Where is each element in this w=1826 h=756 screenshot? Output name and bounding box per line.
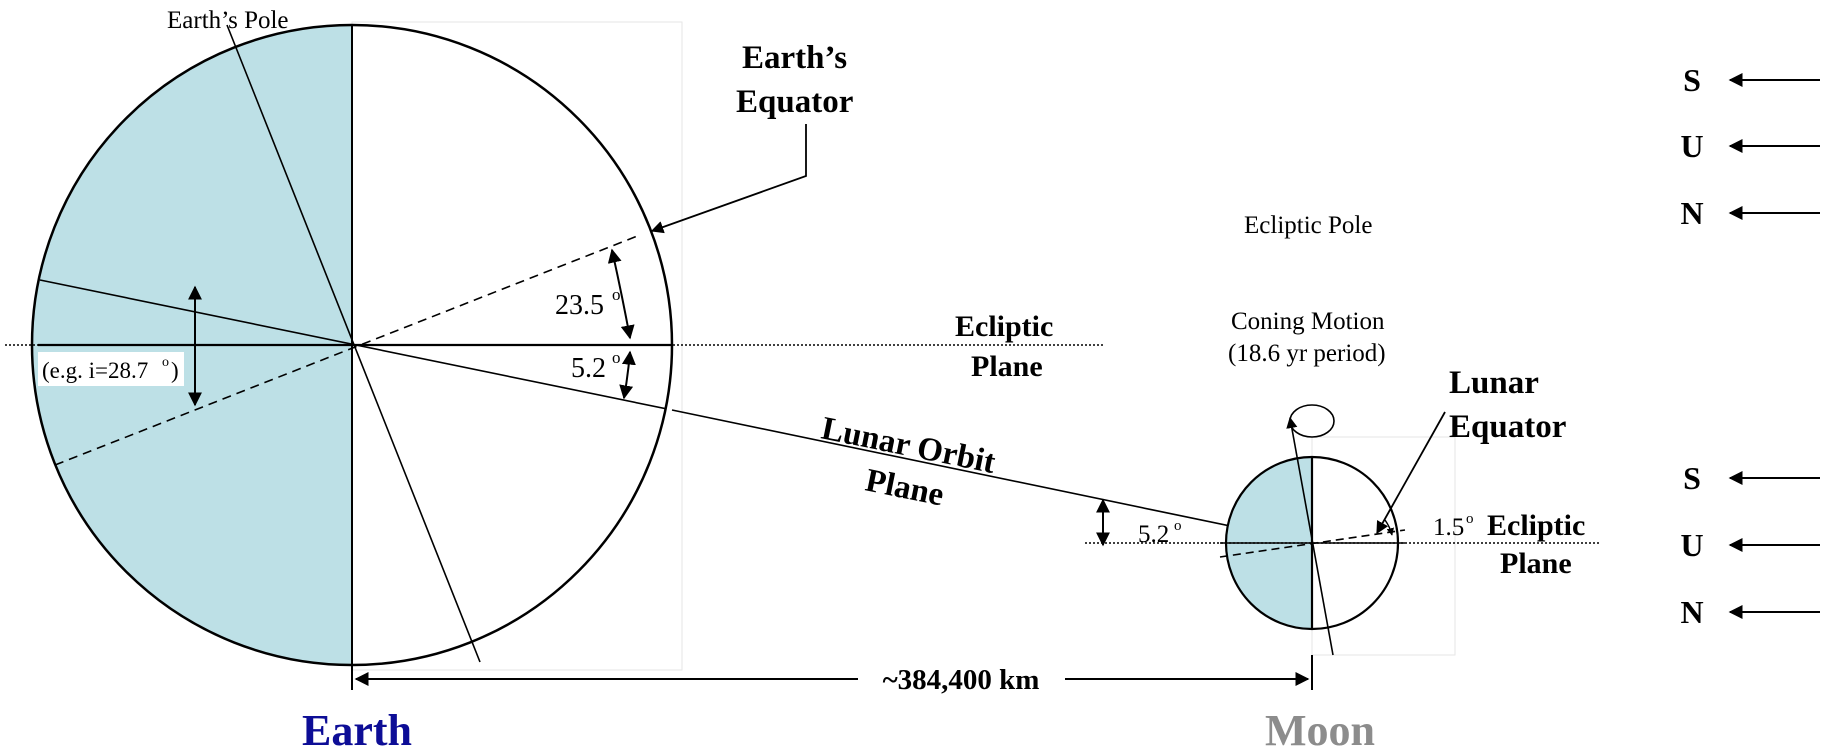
angle-23-5-arrow — [607, 248, 635, 340]
earth-equator-pointer — [650, 124, 807, 234]
inclination-degree: o — [162, 355, 169, 370]
moon-ecliptic-label-2: Plane — [1500, 547, 1572, 580]
lunar-equator-label-2: Equator — [1449, 409, 1566, 445]
sun-arrows-bottom: S U N — [1680, 460, 1820, 630]
ecliptic-plane-label-2: Plane — [971, 350, 1043, 383]
inclination-label-bg — [38, 352, 184, 386]
angle-5-2-earth-degree: o — [612, 348, 621, 367]
lunar-equator-pointer — [1376, 411, 1446, 535]
inclination-label: (e.g. i=28.7 — [42, 358, 148, 383]
sun-letter-u-bottom: U — [1680, 527, 1703, 563]
sun-letter-s-bottom: S — [1683, 460, 1701, 496]
moon-labels: Ecliptic Pole Coning Motion (18.6 yr per… — [1138, 212, 1585, 580]
sun-letter-u-top: U — [1680, 128, 1703, 164]
earth-globe — [5, 21, 1105, 682]
earth-shaded-half — [32, 25, 352, 665]
earth-angle-arrows — [188, 248, 636, 407]
distance-indicator: ~384,400 km — [351, 655, 1313, 696]
angle-23-5-degree: o — [612, 285, 621, 304]
sun-letter-n-top: N — [1680, 195, 1703, 231]
coning-motion-label-2: (18.6 yr period) — [1228, 340, 1386, 367]
coning-motion-ellipse — [1289, 404, 1335, 438]
angle-5-2-moon-label: 5.2 — [1138, 521, 1169, 548]
angle-23-5-label: 23.5 — [555, 290, 604, 321]
moon-ecliptic-label-1: Ecliptic — [1487, 509, 1585, 542]
earth-label: Earth — [302, 706, 412, 751]
lunar-equator-label-1: Lunar — [1449, 365, 1539, 401]
earth-pole-label: Earth’s Pole — [167, 7, 289, 34]
sun-arrows-top: S U N — [1680, 62, 1820, 231]
moon-label: Moon — [1265, 706, 1375, 751]
earth-equator-label-1: Earth’s — [742, 40, 847, 76]
angle-1-5-label: 1.5 — [1433, 514, 1464, 541]
ecliptic-pole-label: Ecliptic Pole — [1244, 212, 1372, 239]
angle-1-5-degree: o — [1466, 511, 1474, 527]
angle-5-2-earth-arrow — [619, 350, 636, 400]
angle-5-2-moon-degree: o — [1174, 518, 1182, 534]
moon-frame — [1311, 436, 1456, 656]
distance-label: ~384,400 km — [883, 664, 1040, 696]
angle-5-2-earth-label: 5.2 — [571, 353, 606, 384]
earth-pole-axis — [226, 24, 481, 663]
ecliptic-plane-label-1: Ecliptic — [955, 310, 1053, 343]
sun-letter-n-bottom: N — [1680, 594, 1703, 630]
lunar-orbit-plane-line — [671, 409, 1313, 544]
lunar-pole-axis — [1286, 416, 1334, 656]
inclination-label-end: ) — [171, 358, 179, 383]
earth-equator-label-2: Equator — [736, 84, 853, 120]
lunar-orbit-label-2: Plane — [862, 463, 946, 514]
coning-motion-label-1: Coning Motion — [1231, 308, 1385, 335]
sun-letter-s-top: S — [1683, 62, 1701, 98]
